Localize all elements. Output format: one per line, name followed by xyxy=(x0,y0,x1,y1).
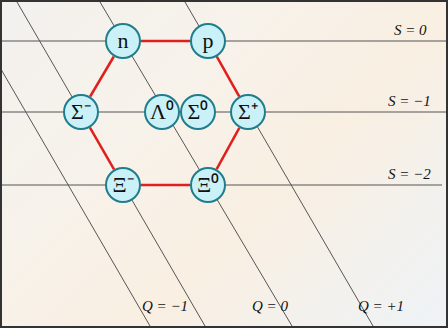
quantum-number-label: Q = +1 xyxy=(358,298,404,315)
particle-symbol: Ξ⁰ xyxy=(197,174,219,196)
octet-edge xyxy=(90,128,114,170)
octet-edge xyxy=(90,56,114,96)
particle-circle: n xyxy=(105,23,141,59)
octet-edge xyxy=(141,41,190,42)
particle-circle: Σ⁺ xyxy=(230,94,266,130)
particle-circle: Λ⁰ xyxy=(144,94,180,130)
particle-symbol: Σ⁺ xyxy=(238,101,258,123)
particle-circle: Ξ⁰ xyxy=(190,167,226,203)
octet-edge xyxy=(141,185,190,186)
particle-symbol: Σ⁻ xyxy=(71,101,91,123)
quantum-number-label: Q = 0 xyxy=(252,298,288,315)
quantum-number-label: Q = −1 xyxy=(142,298,188,315)
particle-symbol: p xyxy=(203,30,214,52)
octet-edge xyxy=(217,128,240,169)
quantum-number-label: S = 0 xyxy=(394,22,427,39)
particle-circle: Σ⁰ xyxy=(180,94,216,130)
connector-layer xyxy=(2,2,446,326)
particle-symbol: Λ⁰ xyxy=(150,101,174,123)
particle-circle: Σ⁻ xyxy=(63,94,99,130)
quantum-number-label: S = −1 xyxy=(388,93,431,110)
octet-edge xyxy=(217,57,239,97)
particle-symbol: n xyxy=(118,30,129,52)
particle-symbol: Ξ⁻ xyxy=(112,174,133,196)
quantum-number-label: S = −2 xyxy=(388,166,431,183)
particle-circle: p xyxy=(190,23,226,59)
particle-circle: Ξ⁻ xyxy=(105,167,141,203)
lattice-lines xyxy=(2,2,446,326)
particle-symbol: Σ⁰ xyxy=(188,101,209,123)
